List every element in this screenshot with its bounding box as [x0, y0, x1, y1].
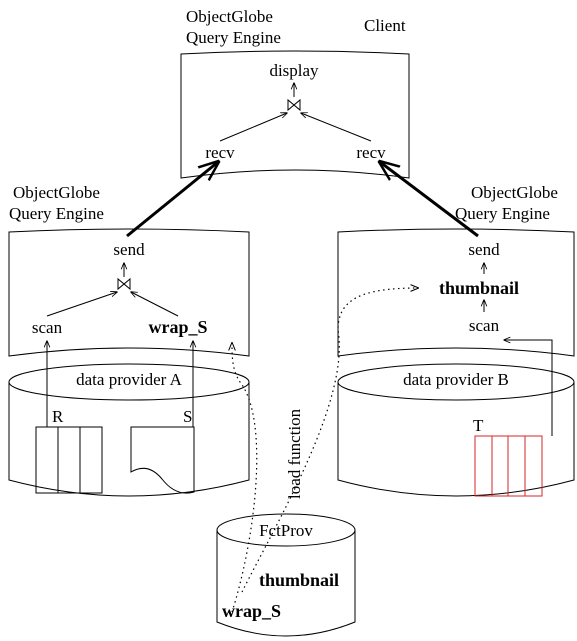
client-engine-label-line1: ObjectGlobe [186, 7, 273, 26]
send-b-to-recv-right-edge [380, 162, 479, 238]
engine-b: ObjectGlobe Query Engine send thumbnail … [337, 183, 575, 357]
send-operator-b: send [468, 240, 500, 259]
wrap-to-join-a-arrow [131, 292, 179, 317]
engine-a: ObjectGlobe Query Engine send scan wrap_… [8, 183, 250, 357]
load-function-label: load function [285, 408, 304, 499]
fctprov-name: FctProv [259, 521, 313, 540]
scan-to-join-a-arrow [46, 292, 117, 317]
t-to-scan-arrow [504, 340, 553, 436]
recv-right-operator: recv [356, 143, 386, 162]
relation-r-label: R [52, 407, 64, 426]
scan-operator-a: scan [32, 318, 63, 337]
fctprov-wrap-s: wrap_S [222, 601, 281, 621]
engine-a-box [8, 228, 250, 357]
send-a-to-recv-left-edge [126, 162, 218, 238]
provider-b-name: data provider B [403, 370, 509, 389]
engine-b-box [337, 228, 575, 357]
provider-a-cylinder [8, 382, 250, 497]
engine-b-label-line2: Query Engine [455, 204, 550, 223]
provider-b-cylinder [337, 382, 575, 497]
relation-r-table [35, 426, 103, 494]
load-wrap-dotted-path [232, 343, 258, 613]
bowtie-join-icon [117, 277, 131, 291]
recv-right-to-join-arrow [301, 113, 372, 142]
function-provider: FctProv thumbnail wrap_S [216, 513, 356, 637]
relation-s-document-icon [130, 426, 195, 494]
engine-a-label-line2: Query Engine [9, 204, 104, 223]
display-operator: display [269, 61, 319, 80]
fctprov-cylinder [216, 530, 356, 637]
client-engine-box [180, 50, 410, 179]
data-provider-a: data provider A R S [8, 341, 250, 497]
send-operator-a: send [113, 240, 145, 259]
relation-t-label: T [473, 416, 484, 435]
load-thumbnail-dotted-path [241, 288, 418, 593]
bowtie-join-icon [287, 98, 301, 112]
provider-b-top [337, 363, 575, 401]
engine-b-label-line1: ObjectGlobe [471, 183, 558, 202]
engine-a-label-line1: ObjectGlobe [13, 183, 100, 202]
recv-left-to-join-arrow [219, 113, 287, 142]
data-provider-b: data provider B T [337, 340, 575, 497]
recv-left-operator: recv [205, 143, 235, 162]
provider-a-name: data provider A [76, 370, 182, 389]
thumbnail-operator-b: thumbnail [439, 278, 519, 298]
provider-a-top [8, 363, 250, 401]
relation-s-label: S [183, 407, 192, 426]
client-engine-label-line2: Query Engine [186, 28, 281, 47]
client-role-label: Client [364, 16, 406, 35]
scan-operator-b: scan [469, 316, 500, 335]
fctprov-top [216, 513, 356, 547]
relation-t-table [474, 435, 543, 497]
client-engine: ObjectGlobe Query Engine Client display … [180, 7, 410, 179]
wrap-s-operator-a: wrap_S [148, 317, 207, 337]
fctprov-thumbnail: thumbnail [259, 570, 339, 590]
